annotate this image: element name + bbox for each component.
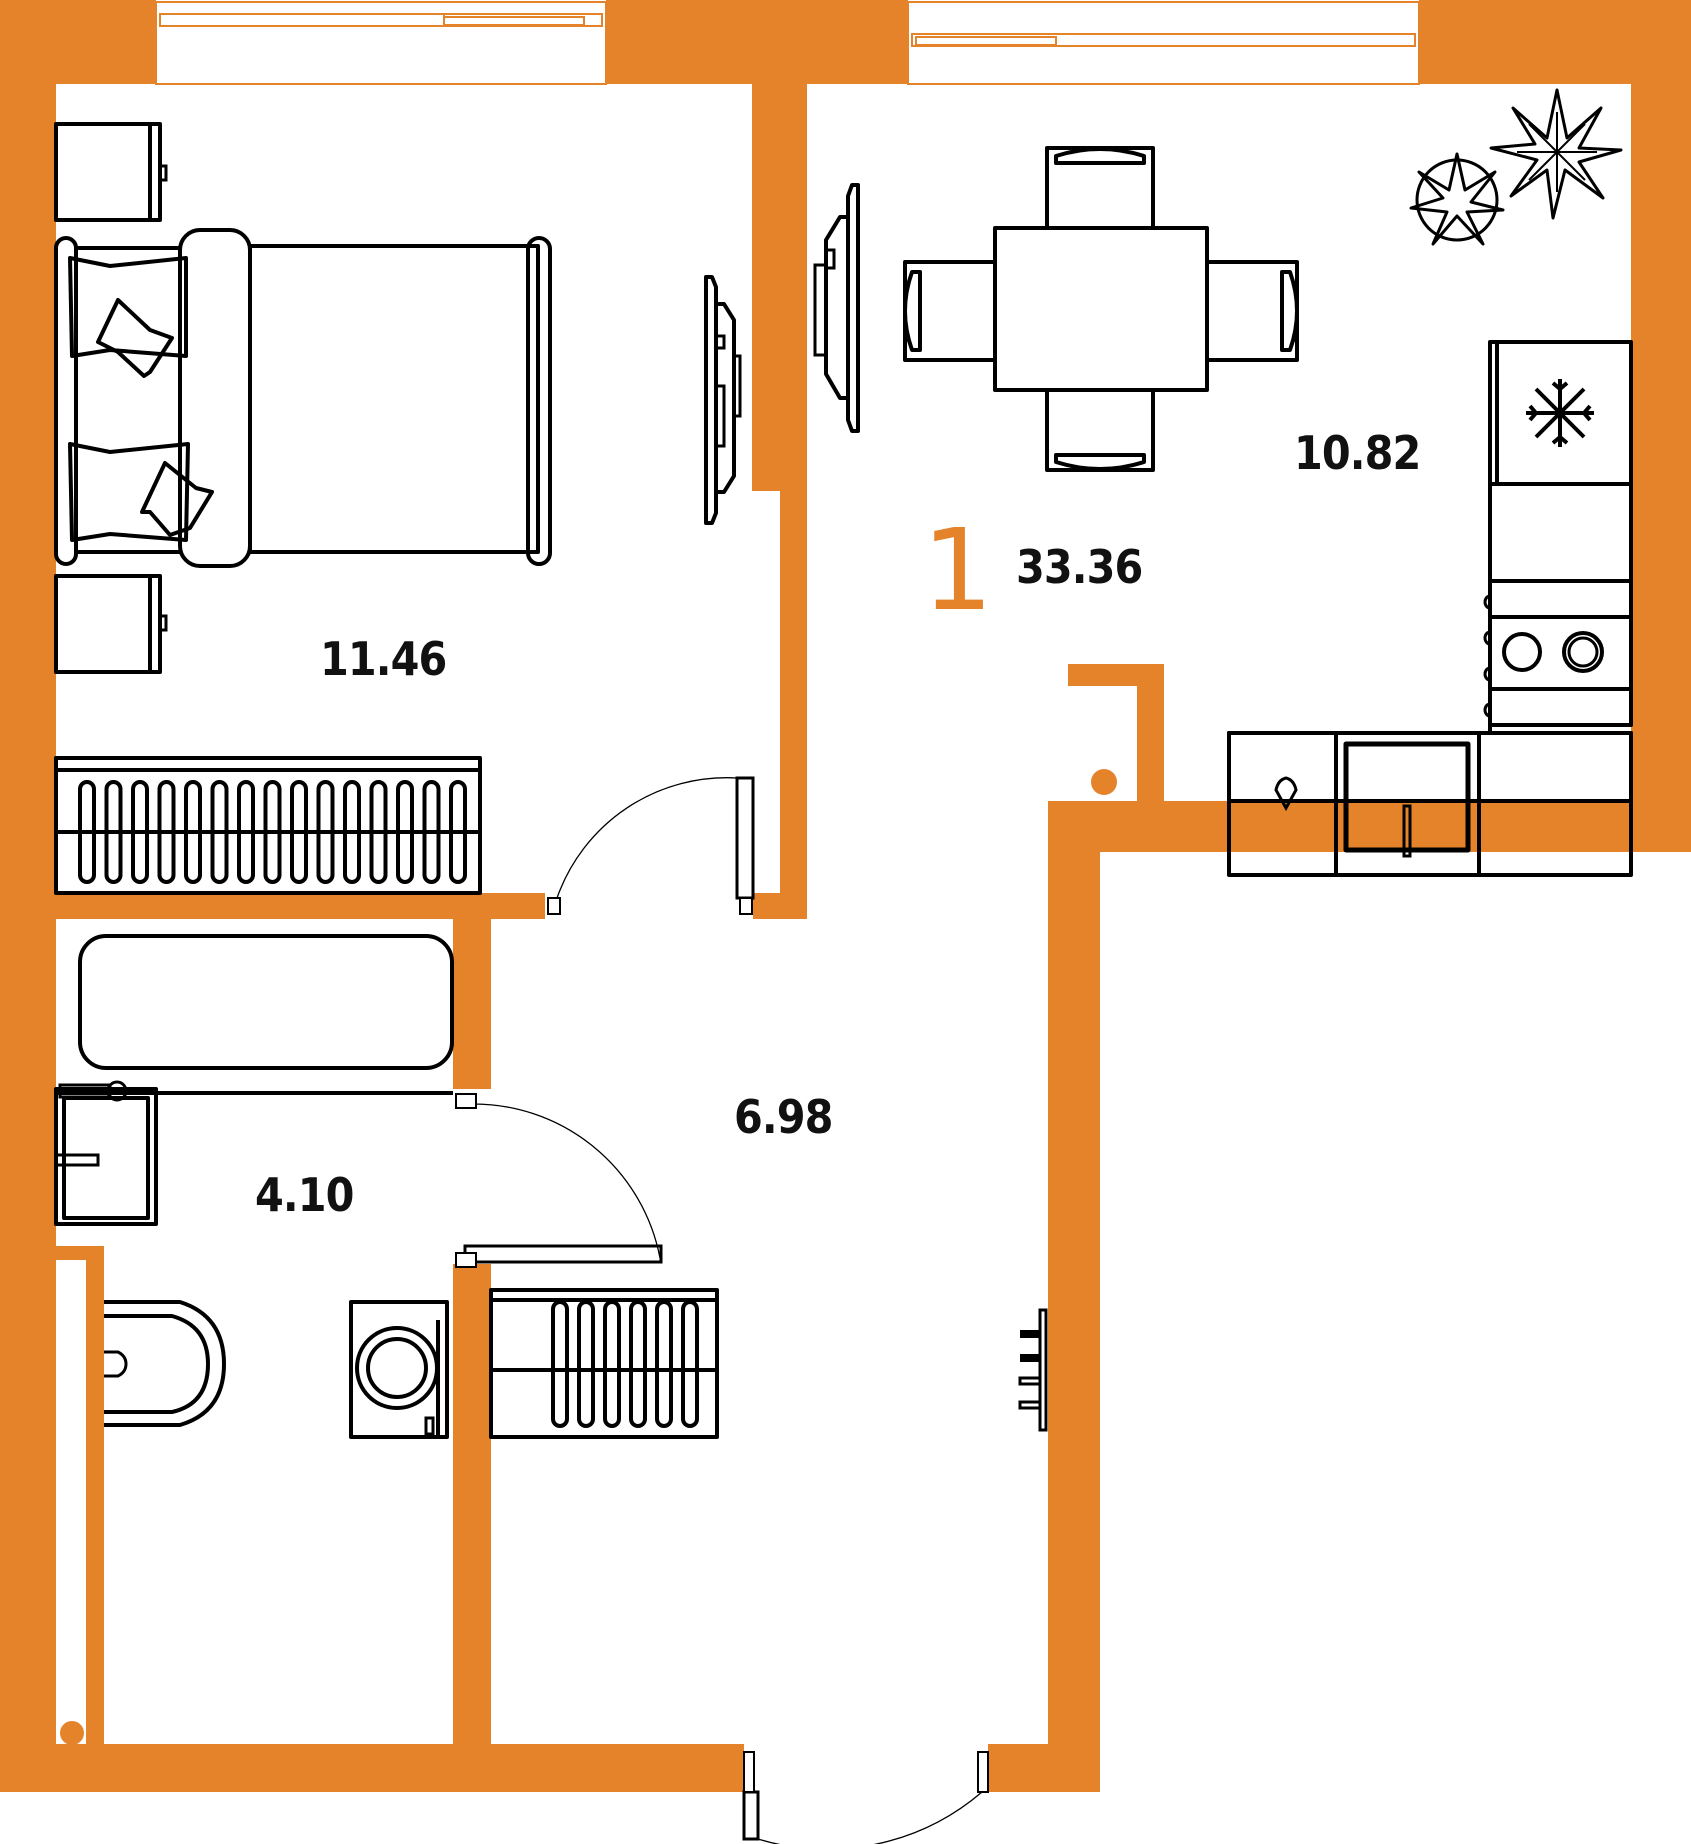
room-area-bedroom: 11.46 bbox=[320, 632, 447, 686]
radiator-icon-hall bbox=[489, 1288, 719, 1439]
chair-right bbox=[1205, 260, 1299, 362]
radiator-coil bbox=[210, 780, 229, 884]
fridge bbox=[1488, 340, 1633, 486]
room-area-bathroom: 4.10 bbox=[255, 1168, 354, 1222]
window-bedroom bbox=[155, 1, 607, 85]
radiator-coil bbox=[629, 1300, 647, 1428]
bathtub-icon bbox=[56, 934, 454, 1102]
washing-machine-icon bbox=[349, 1300, 449, 1439]
radiator-coil bbox=[104, 780, 123, 884]
riser-dot-icon bbox=[60, 1721, 84, 1745]
radiator-coil bbox=[343, 780, 361, 884]
chair-top bbox=[1045, 146, 1155, 230]
double-bed-icon bbox=[54, 228, 552, 568]
riser-dot-icon bbox=[1091, 769, 1117, 795]
radiator-coil bbox=[184, 780, 202, 884]
radiator-coil bbox=[551, 1300, 569, 1428]
radiator-coil bbox=[237, 780, 255, 884]
radiator-coil bbox=[263, 780, 282, 884]
washbasin bbox=[54, 1087, 158, 1226]
water-drop-icon bbox=[1274, 776, 1298, 812]
radiator-coil bbox=[316, 780, 335, 884]
chair-left bbox=[903, 260, 997, 362]
radiator-coil bbox=[290, 780, 308, 884]
radiator-coil bbox=[396, 780, 414, 884]
nightstand-bottom bbox=[54, 574, 168, 674]
coat-rack bbox=[1018, 1308, 1048, 1432]
dining-table bbox=[903, 146, 1299, 472]
radiator-coil bbox=[157, 780, 176, 884]
nightstand-top bbox=[54, 122, 168, 222]
radiator-coil bbox=[577, 1300, 595, 1428]
entrance-door[interactable] bbox=[742, 1751, 989, 1844]
radiator-coil bbox=[603, 1300, 621, 1428]
bathroom-door[interactable] bbox=[455, 1093, 663, 1268]
radiator-coil bbox=[131, 780, 149, 884]
sink-icon bbox=[1227, 731, 1633, 877]
room-area-hallway: 6.98 bbox=[734, 1090, 833, 1144]
room-count-label: 1 bbox=[922, 506, 994, 636]
radiator-coil bbox=[449, 780, 467, 884]
tv-icon-living bbox=[813, 183, 860, 433]
radiator-coil bbox=[655, 1300, 673, 1428]
stove-burners-icon bbox=[1483, 594, 1604, 718]
plant-icon bbox=[1409, 88, 1623, 246]
window-kitchen bbox=[907, 1, 1420, 85]
radiator-coil bbox=[369, 780, 388, 884]
chair-bottom bbox=[1045, 388, 1155, 472]
room-area-kitchen: 10.82 bbox=[1294, 426, 1421, 480]
radiator-coil bbox=[422, 780, 441, 884]
bedroom-door[interactable] bbox=[547, 776, 755, 915]
tv-icon-bedroom bbox=[704, 275, 742, 525]
radiator-coil bbox=[681, 1300, 699, 1428]
kitchen-counter bbox=[1227, 482, 1633, 812]
total-area-label: 33.36 bbox=[1016, 540, 1143, 594]
snowflake-icon bbox=[1526, 379, 1594, 447]
toilet-icon bbox=[104, 1300, 226, 1427]
radiator-icon-bedroom bbox=[54, 756, 482, 895]
walls bbox=[0, 0, 1691, 1792]
radiator-coil bbox=[78, 780, 96, 884]
